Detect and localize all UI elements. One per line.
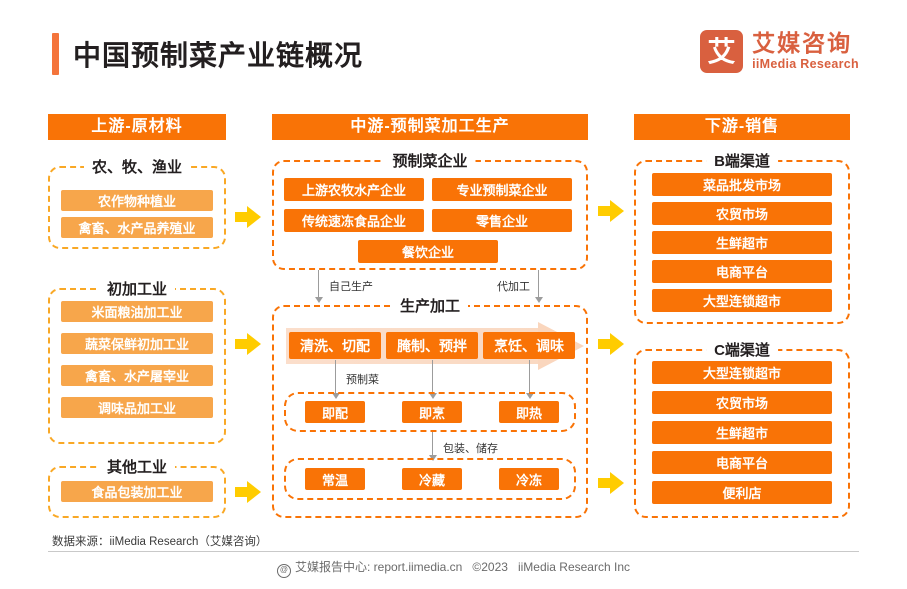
logo-text-block: 艾媒咨询 iiMedia Research xyxy=(752,29,859,73)
production-step-washing-cutting[interactable]: 清洗、切配 xyxy=(289,332,381,359)
upstream-item-vegetable-preservation[interactable]: 蔬菜保鲜初加工业 xyxy=(61,333,213,354)
footer-copyright: ©2023 xyxy=(472,560,508,574)
storage-type-frozen[interactable]: 冷冻 xyxy=(499,468,559,490)
midstream-group-enterprises: 预制菜企业 xyxy=(272,150,588,270)
midstream-enterprise-retail[interactable]: 零售企业 xyxy=(432,209,572,232)
footer-report-center[interactable]: 艾媒报告中心: report.iimedia.cn xyxy=(294,560,463,574)
upstream-item-grain-oil[interactable]: 米面粮油加工业 xyxy=(61,301,213,322)
production-step-cooking-seasoning[interactable]: 烹饪、调味 xyxy=(483,332,575,359)
downstream-c-item-farmers-market[interactable]: 农贸市场 xyxy=(652,391,832,414)
ready-type-instant-heating[interactable]: 即热 xyxy=(499,401,559,423)
upstream-item-slaughtering[interactable]: 禽畜、水产屠宰业 xyxy=(61,365,213,386)
connector-arrow-ready-3 xyxy=(526,393,534,399)
flow-arrow-midstream-to-downstream-3 xyxy=(598,472,624,494)
footer-bar: @艾媒报告中心: report.iimedia.cn ©2023 iiMedia… xyxy=(0,558,907,578)
downstream-c-item-chain-supermarket[interactable]: 大型连锁超市 xyxy=(652,361,832,384)
connector-arrow-ready-1 xyxy=(332,393,340,399)
downstream-c-item-fresh-supermarket[interactable]: 生鲜超市 xyxy=(652,421,832,444)
flow-arrow-midstream-to-downstream-2 xyxy=(598,333,624,355)
connector-line-packaging xyxy=(432,432,433,456)
downstream-group-b-channel-title: B端渠道 xyxy=(706,150,778,171)
upstream-group-agriculture: 农、牧、渔业 xyxy=(48,156,226,249)
connector-arrow-ready-2 xyxy=(429,393,437,399)
downstream-c-item-ecommerce-platform[interactable]: 电商平台 xyxy=(652,451,832,474)
midstream-group-ready-types xyxy=(284,392,576,432)
midstream-group-enterprises-title: 预制菜企业 xyxy=(384,150,476,171)
connector-line-ready-2 xyxy=(432,360,433,394)
ready-type-instant-cooking[interactable]: 即烹 xyxy=(402,401,462,423)
upstream-item-food-packaging[interactable]: 食品包装加工业 xyxy=(61,481,213,502)
flow-arrow-upstream-to-midstream-1 xyxy=(235,206,261,228)
column-header-midstream: 中游-预制菜加工生产 xyxy=(272,114,588,140)
downstream-b-item-fresh-supermarket[interactable]: 生鲜超市 xyxy=(652,231,832,254)
upstream-group-agriculture-title: 农、牧、渔业 xyxy=(83,156,191,177)
connector-arrow-oem xyxy=(535,297,543,303)
arrow-head xyxy=(247,333,261,355)
arrow-head xyxy=(610,200,624,222)
data-source-text: 数据来源：iiMedia Research（艾媒咨询） xyxy=(52,536,268,548)
upstream-group-other-industry-title: 其他工业 xyxy=(98,456,176,477)
ready-type-instant-assembly[interactable]: 即配 xyxy=(305,401,365,423)
upstream-group-primary-processing-title: 初加工业 xyxy=(98,278,176,299)
logo-name-en: iiMedia Research xyxy=(752,57,859,72)
column-header-downstream: 下游-销售 xyxy=(634,114,850,140)
footer-divider xyxy=(48,551,859,552)
production-step-marinating-mixing[interactable]: 腌制、预拌 xyxy=(386,332,478,359)
midstream-enterprise-upstream-agri[interactable]: 上游农牧水产企业 xyxy=(284,178,424,201)
storage-type-ambient[interactable]: 常温 xyxy=(305,468,365,490)
midstream-enterprise-frozen-food[interactable]: 传统速冻食品企业 xyxy=(284,209,424,232)
logo-name-cn: 艾媒咨询 xyxy=(752,29,853,56)
midstream-group-production: 生产加工 xyxy=(272,295,588,518)
arrow-head xyxy=(247,206,261,228)
column-header-upstream: 上游-原材料 xyxy=(48,114,226,140)
downstream-b-item-farmers-market[interactable]: 农贸市场 xyxy=(652,202,832,225)
midstream-group-production-title: 生产加工 xyxy=(391,295,469,316)
downstream-group-b-channel: B端渠道 xyxy=(634,150,850,324)
arrow-shaft xyxy=(235,487,249,497)
arrow-shaft xyxy=(598,339,612,349)
upstream-group-other-industry: 其他工业 xyxy=(48,456,226,518)
page-title: 中国预制菜产业链概况 xyxy=(52,33,363,75)
flow-arrow-midstream-to-downstream-1 xyxy=(598,200,624,222)
arrow-shaft xyxy=(235,339,249,349)
page-title-text: 中国预制菜产业链概况 xyxy=(73,40,364,71)
connector-arrow-self-production xyxy=(315,297,323,303)
connector-label-self-production: 自己生产 xyxy=(326,278,376,294)
connector-line-oem xyxy=(538,270,539,298)
upstream-group-primary-processing: 初加工业 xyxy=(48,278,226,444)
connector-label-prepared-dish: 预制菜 xyxy=(343,371,382,387)
midstream-group-storage-types xyxy=(284,458,576,500)
brand-logo: 艾 艾媒咨询 iiMedia Research xyxy=(700,30,859,73)
upstream-item-livestock-aquaculture[interactable]: 禽畜、水产品养殖业 xyxy=(61,217,213,238)
midstream-enterprise-catering[interactable]: 餐饮企业 xyxy=(358,240,498,263)
midstream-enterprise-professional[interactable]: 专业预制菜企业 xyxy=(432,178,572,201)
connector-line-ready-3 xyxy=(529,360,530,394)
connector-line-ready-1 xyxy=(335,360,336,394)
arrow-head xyxy=(610,333,624,355)
connector-line-self-production xyxy=(318,270,319,298)
arrow-shaft xyxy=(235,212,249,222)
storage-type-refrigerated[interactable]: 冷藏 xyxy=(402,468,462,490)
logo-mark-icon: 艾 xyxy=(700,30,744,73)
downstream-b-item-ecommerce-platform[interactable]: 电商平台 xyxy=(652,260,832,283)
flow-arrow-upstream-to-midstream-3 xyxy=(235,481,261,503)
downstream-c-item-convenience-store[interactable]: 便利店 xyxy=(652,481,832,504)
upstream-item-crop-planting[interactable]: 农作物种植业 xyxy=(61,190,213,211)
downstream-b-item-wholesale-market[interactable]: 菜品批发市场 xyxy=(652,173,832,196)
arrow-head xyxy=(247,481,261,503)
downstream-group-c-channel-title: C端渠道 xyxy=(706,339,778,360)
connector-label-oem: 代加工 xyxy=(494,278,533,294)
globe-icon: @ xyxy=(276,564,291,578)
arrow-shaft xyxy=(598,478,612,488)
downstream-b-item-chain-supermarket[interactable]: 大型连锁超市 xyxy=(652,289,832,312)
footer-company: iiMedia Research Inc xyxy=(517,560,630,574)
arrow-head xyxy=(610,472,624,494)
title-accent-bar xyxy=(52,33,59,75)
arrow-shaft xyxy=(598,206,612,216)
upstream-item-condiment[interactable]: 调味品加工业 xyxy=(61,397,213,418)
connector-label-packaging-storage: 包装、储存 xyxy=(440,440,501,456)
flow-arrow-upstream-to-midstream-2 xyxy=(235,333,261,355)
downstream-group-c-channel: C端渠道 xyxy=(634,339,850,518)
